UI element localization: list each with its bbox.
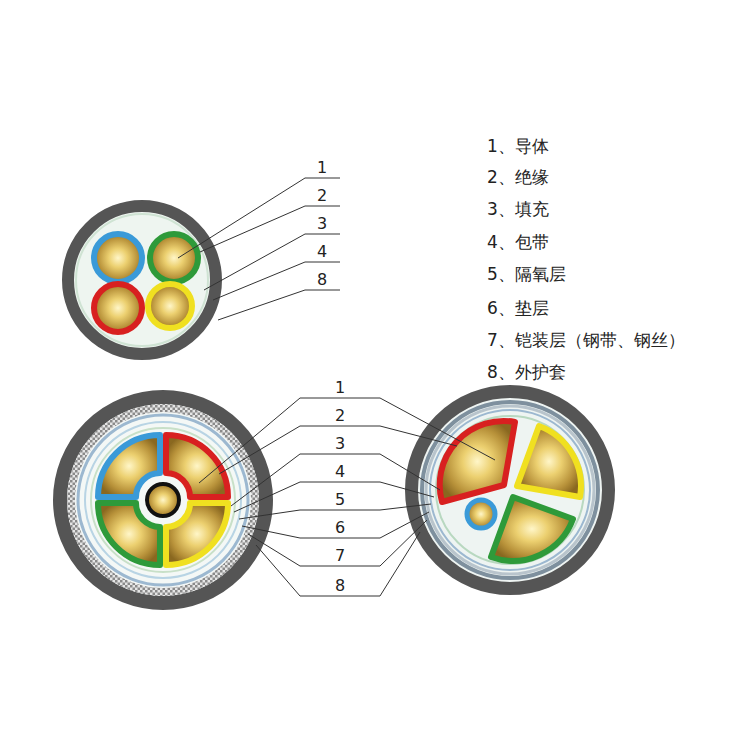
legend-item: 8、外护套 bbox=[487, 362, 566, 382]
callout-number: 5 bbox=[328, 490, 352, 509]
callout-number: 2 bbox=[310, 186, 334, 205]
legend-item: 1、导体 bbox=[487, 136, 549, 156]
callout-number: 3 bbox=[310, 214, 334, 233]
legend-item: 7、铠装层（钢带、钢丝） bbox=[487, 330, 685, 350]
callout-number: 8 bbox=[310, 270, 334, 289]
legend-item: 4、包带 bbox=[487, 232, 549, 252]
callout-number: 3 bbox=[328, 434, 352, 453]
legend-item: 3、填充 bbox=[487, 199, 549, 219]
leader-lines bbox=[178, 178, 495, 596]
four-core-cable bbox=[68, 206, 216, 354]
four-core-tape-armoured-cable bbox=[412, 392, 609, 589]
callout-number: 1 bbox=[310, 158, 334, 177]
callout-number: 7 bbox=[328, 546, 352, 565]
legend-item: 2、绝缘 bbox=[487, 167, 549, 187]
five-core-armoured-cable bbox=[60, 397, 266, 603]
legend-item: 5、隔氧层 bbox=[487, 264, 566, 284]
legend-item: 6、垫层 bbox=[487, 298, 549, 318]
callout-number: 8 bbox=[328, 576, 352, 595]
callout-number: 4 bbox=[328, 462, 352, 481]
callout-number: 4 bbox=[310, 242, 334, 261]
callout-number: 2 bbox=[328, 406, 352, 425]
callout-number: 1 bbox=[328, 378, 352, 397]
callout-number: 6 bbox=[328, 518, 352, 537]
